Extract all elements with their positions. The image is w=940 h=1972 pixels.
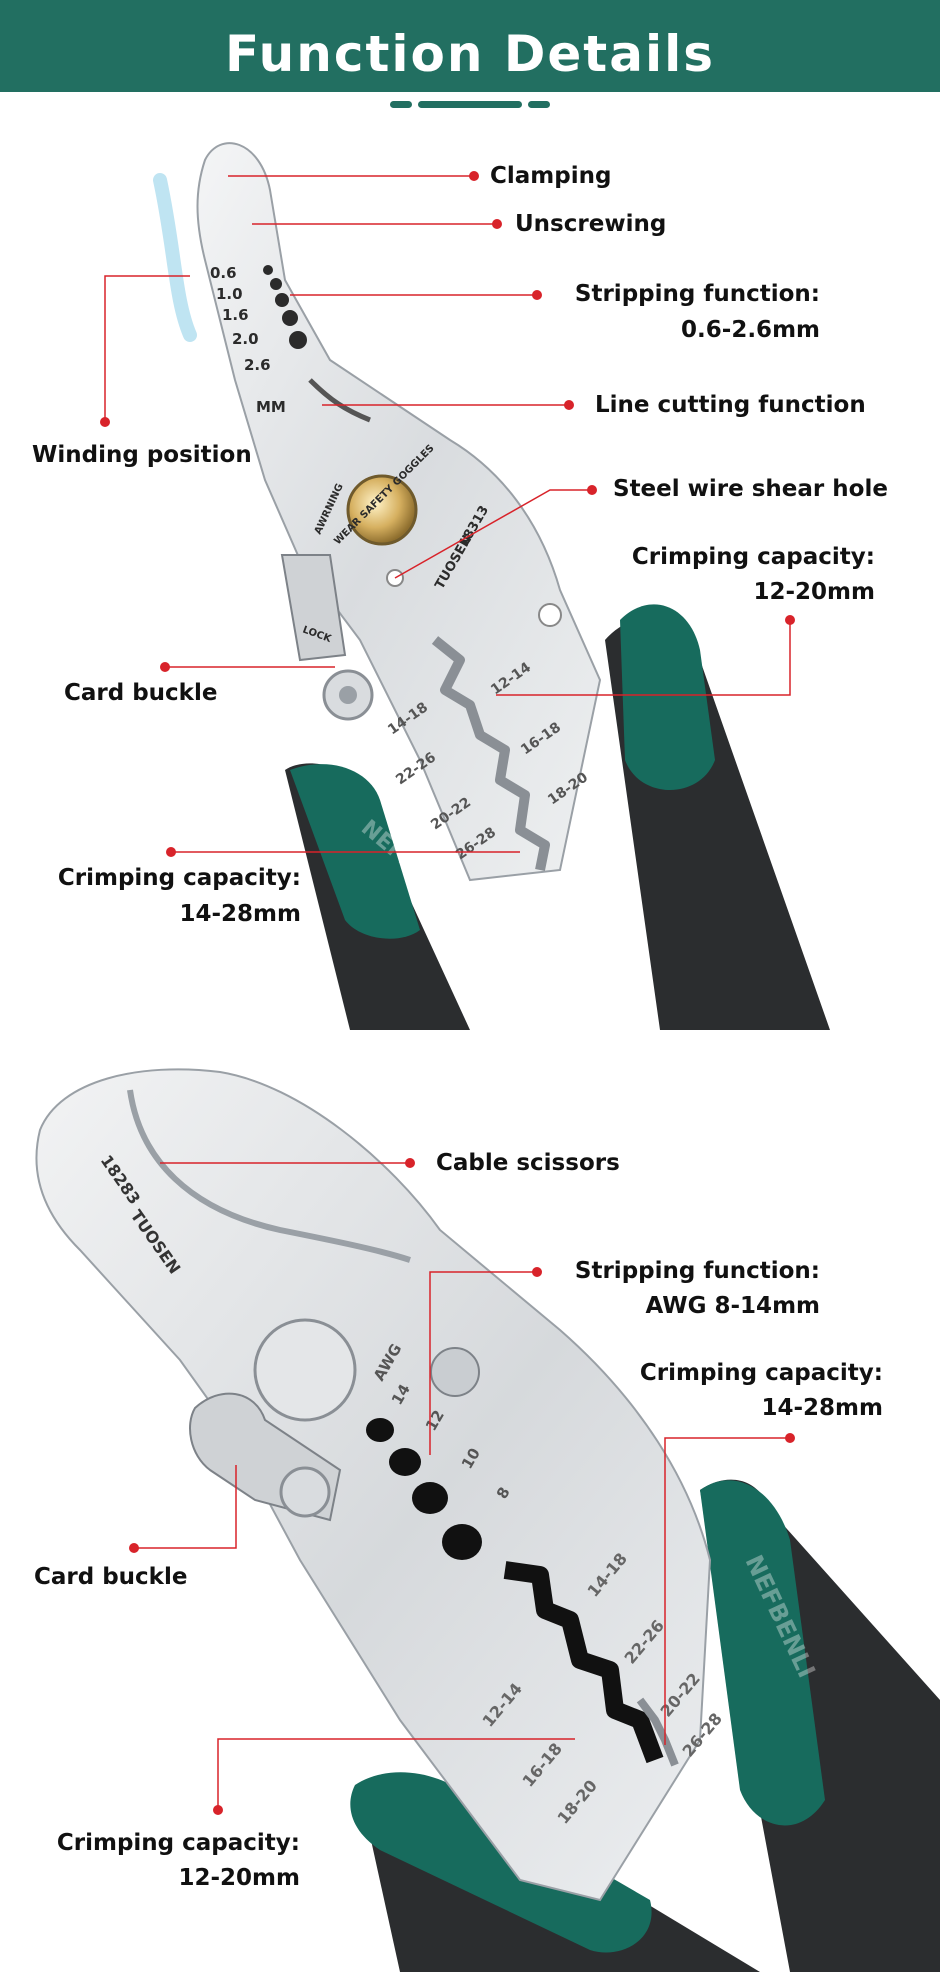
dot-stripping <box>532 290 542 300</box>
callout-crimp-b-value: 14-28mm <box>179 901 302 927</box>
callout-crimp-b-2-title: Crimping capacity: <box>56 1830 300 1856</box>
callout-card-buckle-2: Card buckle <box>34 1564 188 1590</box>
crimp-teeth-shape <box>431 636 550 871</box>
dot-line-cutting <box>564 400 574 410</box>
callout-card-buckle: Card buckle <box>64 680 218 706</box>
callout-clamping: Clamping <box>490 163 612 189</box>
cable-cutter-illustration: TUOSEN 18283 AWG 14 12 10 8 12-14 16-18 … <box>35 1068 940 1972</box>
strip-size-0: 0.6 <box>210 264 237 282</box>
dot-crimp-b-2 <box>213 1805 223 1815</box>
lock-buckle-shape <box>280 554 347 662</box>
dot-cable-scissors <box>405 1158 415 1168</box>
main-pivot-shape <box>253 1318 357 1422</box>
strip-size-2: 1.6 <box>222 306 249 324</box>
unit-stamp: MM <box>256 398 286 416</box>
leader-stripping-2 <box>429 1271 537 1455</box>
title-underline-left <box>390 101 412 108</box>
callout-cable-scissors: Cable scissors <box>436 1150 620 1176</box>
callout-crimp-b-2-value: 12-20mm <box>178 1865 301 1891</box>
wire-stripper-illustration: 0.6 1.0 1.6 2.0 2.6 MM AWRNING WEAR SAFE… <box>100 142 830 1030</box>
dot-steel-wire <box>587 485 597 495</box>
dot-winding <box>100 417 110 427</box>
leader-winding <box>104 275 190 422</box>
strip-size-1: 1.0 <box>216 285 243 303</box>
callout-crimp-b-title: Crimping capacity: <box>57 865 301 891</box>
cutter-body-shape <box>35 1068 712 1902</box>
winding-glow-shape <box>153 173 197 342</box>
dot-crimp-a-2 <box>785 1433 795 1443</box>
awg-holes-shape <box>366 1418 482 1560</box>
callout-steel-wire: Steel wire shear hole <box>613 476 888 502</box>
leader-steel-wire <box>394 489 592 579</box>
crimp-teeth-2-shape <box>503 1561 664 1764</box>
screw-head-shape <box>430 1347 480 1397</box>
header-banner: Function Details <box>0 0 940 92</box>
callout-line-cutting: Line cutting function <box>595 392 866 418</box>
dot-card-buckle <box>160 662 170 672</box>
stripping-holes-shape <box>263 265 307 349</box>
small-hole-shape <box>538 603 562 627</box>
leader-crimp-a-2 <box>664 1437 790 1745</box>
buckle-pivot-center-shape <box>339 686 357 704</box>
callout-crimp-a-2-value: 14-28mm <box>761 1395 884 1421</box>
leader-crimp-b-2 <box>217 1738 575 1810</box>
buckle-rivet-shape <box>279 1466 331 1518</box>
right-handle-grip-shape <box>620 604 715 790</box>
callout-stripping-value: 0.6-2.6mm <box>681 317 820 343</box>
callout-crimp-a-title: Crimping capacity: <box>631 544 875 570</box>
page-title: Function Details <box>225 25 715 83</box>
callout-crimp-a-value: 12-20mm <box>753 579 876 605</box>
cutting-edge-shape <box>308 378 371 423</box>
upper-handle-grip-shape <box>700 1480 825 1826</box>
dot-card-buckle-2 <box>129 1543 139 1553</box>
callout-unscrewing: Unscrewing <box>515 211 667 237</box>
strip-size-4: 2.6 <box>244 356 271 374</box>
title-underline-right <box>528 101 550 108</box>
dot-unscrewing <box>492 219 502 229</box>
title-underline-center <box>418 101 522 108</box>
callout-crimp-a-2-title: Crimping capacity: <box>639 1360 883 1386</box>
dot-clamping <box>469 171 479 181</box>
lower-handle-grip-shape <box>350 1772 652 1953</box>
strip-size-3: 2.0 <box>232 330 259 348</box>
rivet-shape <box>346 474 418 546</box>
cable-blade-shape <box>127 1089 411 1263</box>
dot-stripping-2 <box>532 1267 542 1277</box>
callout-stripping-title: Stripping function: <box>574 281 820 307</box>
callout-stripping-2-title: Stripping function: <box>574 1258 820 1284</box>
dot-crimp-b <box>166 847 176 857</box>
leader-crimp-a <box>496 620 791 696</box>
crimp-teeth-3-shape <box>636 1697 679 1767</box>
callout-winding: Winding position <box>32 442 252 468</box>
callout-stripping-2-value: AWG 8-14mm <box>645 1293 820 1319</box>
leader-card-buckle-2 <box>134 1465 237 1549</box>
dot-crimp-a <box>785 615 795 625</box>
